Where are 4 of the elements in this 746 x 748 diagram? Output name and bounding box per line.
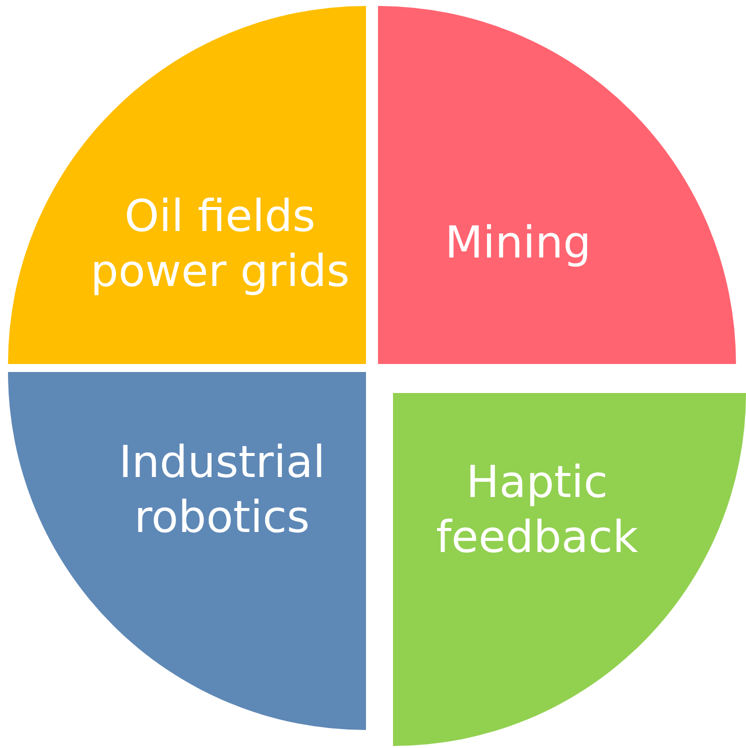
segment-label: Mining bbox=[444, 216, 592, 270]
segment-label: Haptic feedback bbox=[434, 456, 640, 565]
segment-label: Industrial robotics bbox=[118, 436, 326, 545]
segment-label: Oil fields power grids bbox=[89, 190, 351, 299]
